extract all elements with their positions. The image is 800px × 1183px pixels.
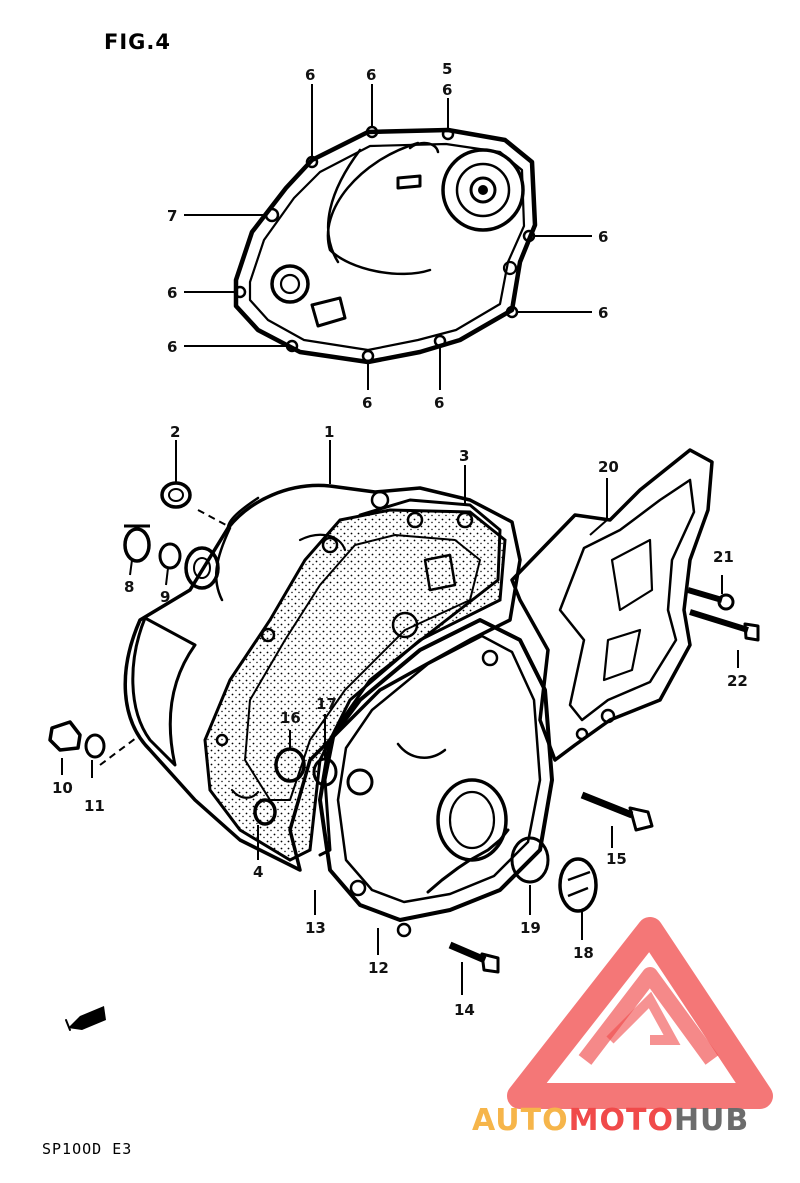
- watermark-word-2: MOTO: [569, 1103, 674, 1138]
- callout-label: 6: [362, 394, 372, 412]
- callout-label: 5: [442, 60, 452, 78]
- callout-label: 6: [167, 284, 177, 302]
- callout-label: 9: [160, 588, 170, 606]
- callout-label: 4: [253, 863, 263, 881]
- callout-label: 10: [52, 779, 73, 797]
- watermark-word-3: HUB: [674, 1103, 749, 1138]
- callout-label: 20: [598, 458, 619, 476]
- callout-label: 3: [459, 447, 469, 465]
- callout-label: 6: [442, 81, 452, 99]
- gasket: [203, 508, 507, 862]
- generator-cover: [318, 618, 554, 938]
- watermark-word-1: AUTO: [472, 1103, 569, 1138]
- callout-label: 16: [280, 709, 301, 727]
- callout-label: 19: [520, 919, 541, 937]
- callout-label: 22: [727, 672, 748, 690]
- callout-label: 6: [598, 304, 608, 322]
- callout-label: 6: [598, 228, 608, 246]
- figure-title: FIG.4: [104, 30, 171, 54]
- watermark-logo: AUTOMOTOHUB: [472, 917, 773, 1138]
- callout-labels: 6 6 5 6 7 6 6 6 6 6 6 2 1 3 20 8 9 21 22…: [52, 60, 748, 1019]
- callout-label: 15: [606, 850, 627, 868]
- callout-label: 8: [124, 578, 134, 596]
- callout-label: 21: [713, 548, 734, 566]
- svg-text:AUTOMOTOHUB: AUTOMOTOHUB: [472, 1103, 749, 1138]
- callout-label: 13: [305, 919, 326, 937]
- callout-label: 2: [170, 423, 180, 441]
- callout-label: 6: [366, 66, 376, 84]
- callout-label: 6: [434, 394, 444, 412]
- logo-triangle-icon: [507, 917, 773, 1109]
- sprocket-cover: [510, 448, 714, 762]
- clutch-cover-upper: [233, 125, 538, 365]
- model-code: SP1OOD E3: [42, 1140, 133, 1158]
- inner-cover: [215, 490, 502, 857]
- callout-label: 1: [324, 423, 334, 441]
- callout-label: 11: [84, 797, 105, 815]
- callout-label: 7: [167, 207, 177, 225]
- callout-label: 12: [368, 959, 389, 977]
- leader-lines-upper: [184, 84, 592, 390]
- callout-label: 18: [573, 944, 594, 962]
- callout-label: 17: [316, 695, 337, 713]
- small-parts: [48, 481, 760, 1031]
- callout-label: 6: [167, 338, 177, 356]
- callout-label: 6: [305, 66, 315, 84]
- callout-label: 14: [454, 1001, 475, 1019]
- leader-lines-lower: [61, 440, 739, 995]
